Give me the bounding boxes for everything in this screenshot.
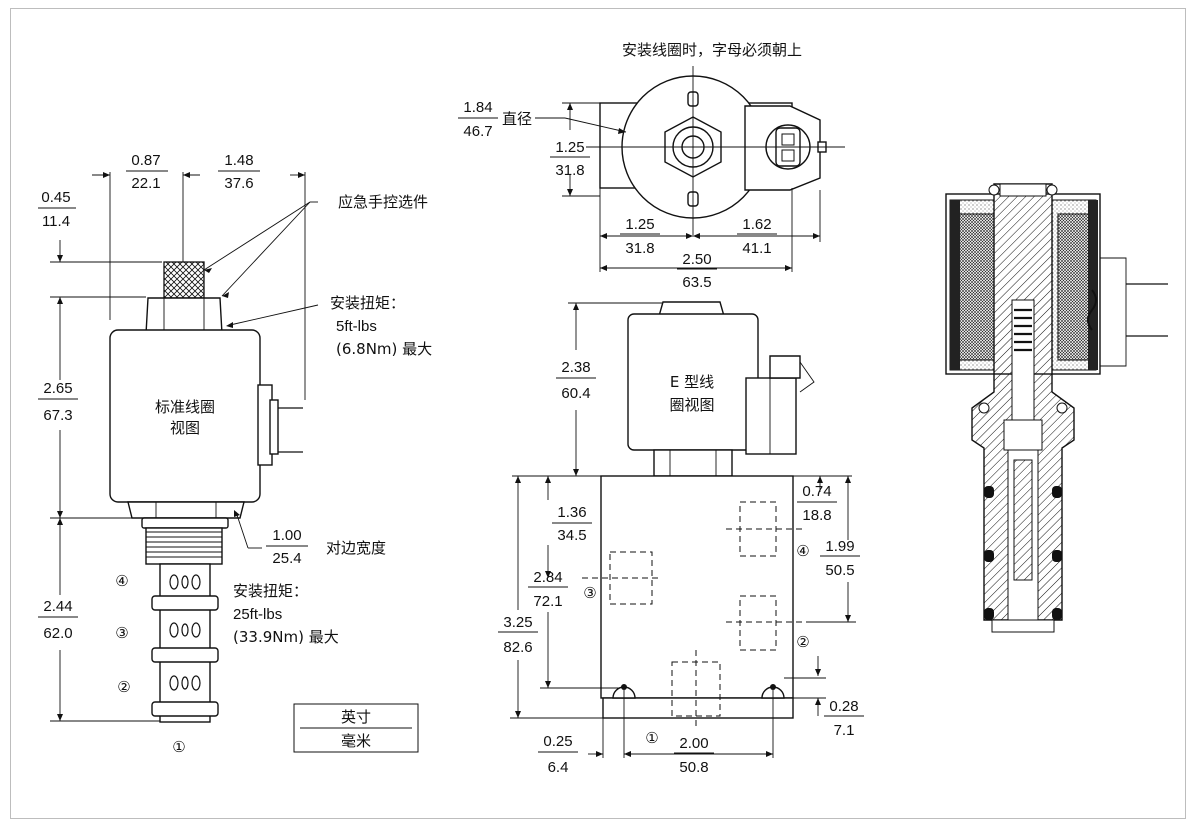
front-port-3: ③ <box>583 584 596 602</box>
manifold-base <box>602 697 794 719</box>
legend-mm: 毫米 <box>341 732 371 750</box>
standard-coil-body <box>109 329 261 503</box>
dim-074-in: 0.74 <box>802 483 831 500</box>
diameter-label: 直径 <box>502 110 532 128</box>
dim-200-mm: 50.8 <box>679 759 708 776</box>
dim-045-mm: 11.4 <box>42 213 70 230</box>
coil-nut <box>145 297 223 335</box>
dim-025-mm: 6.4 <box>548 759 569 776</box>
valve-thread <box>145 527 223 565</box>
dim-184-in: 1.84 <box>463 99 492 116</box>
dim-125v-in: 1.25 <box>555 139 584 156</box>
left-port-3: ③ <box>115 624 128 642</box>
dim-265-in: 2.65 <box>43 380 72 397</box>
left-coil-label-1: 标准线圈 <box>155 398 215 416</box>
dim-087-mm: 22.1 <box>131 175 160 192</box>
dim-125v-mm: 31.8 <box>555 162 584 179</box>
torque-coil-nm: (6.8Nm) 最大 <box>336 340 432 358</box>
torque-coil-ftlbs: 5ft-lbs <box>336 318 377 335</box>
across-flats-label: 对边宽度 <box>326 539 386 557</box>
dim-325-mm: 82.6 <box>503 639 532 656</box>
dim-100-mm: 25.4 <box>272 550 301 567</box>
dim-125h-mm: 31.8 <box>625 240 654 257</box>
e-coil-label-1: E 型线 <box>670 373 714 391</box>
valve-cartridge <box>159 563 211 723</box>
front-port-4: ④ <box>796 542 809 560</box>
dim-025-in: 0.25 <box>543 733 572 750</box>
left-port-4: ④ <box>115 572 128 590</box>
legend-inch: 英寸 <box>341 708 371 726</box>
dim-148-in: 1.48 <box>224 152 253 169</box>
dim-238-mm: 60.4 <box>561 385 590 402</box>
dim-250-mm: 63.5 <box>682 274 711 291</box>
dim-028-mm: 7.1 <box>834 722 855 739</box>
dim-087-in: 0.87 <box>131 152 160 169</box>
dim-125h-in: 1.25 <box>625 216 654 233</box>
left-port-1: ① <box>172 738 185 756</box>
dim-028-in: 0.28 <box>829 698 858 715</box>
torque-coil-label: 安装扭矩： <box>330 294 405 312</box>
dim-100-in: 1.00 <box>272 527 301 544</box>
dim-325-in: 3.25 <box>503 614 532 631</box>
dim-284-in: 2.84 <box>533 569 562 586</box>
e-coil-connector <box>745 377 797 455</box>
left-winding <box>957 213 995 361</box>
dim-045-in: 0.45 <box>41 189 70 206</box>
dim-199-in: 1.99 <box>825 538 854 555</box>
torque-valve-ftlbs: 25ft-lbs <box>233 606 282 623</box>
torque-valve-label: 安装扭矩： <box>233 582 308 600</box>
dim-136-mm: 34.5 <box>557 527 586 544</box>
front-port-1: ① <box>645 729 658 747</box>
dim-136-in: 1.36 <box>557 504 586 521</box>
front-port-2: ② <box>796 633 809 651</box>
dim-265-mm: 67.3 <box>43 407 72 424</box>
manifold-body <box>600 475 794 699</box>
drawing-frame <box>10 8 1186 819</box>
manual-override-label: 应急手控选件 <box>338 193 428 211</box>
left-coil-label-2: 视图 <box>170 419 200 437</box>
manual-override-knob <box>163 261 205 299</box>
unit-legend: 英寸 毫米 <box>293 703 419 753</box>
dim-184-mm: 46.7 <box>463 123 492 140</box>
dim-162-in: 1.62 <box>742 216 771 233</box>
dim-244-mm: 62.0 <box>43 625 72 642</box>
dim-199-mm: 50.5 <box>825 562 854 579</box>
torque-valve-nm: (33.9Nm) 最大 <box>233 628 339 646</box>
left-port-2: ② <box>117 678 130 696</box>
dim-162-mm: 41.1 <box>742 240 771 257</box>
section-view <box>945 183 1168 633</box>
dim-284-mm: 72.1 <box>533 593 562 610</box>
front-view: E 型线 圈视图 2.38 60.4 1.36 <box>498 301 864 776</box>
dim-148-mm: 37.6 <box>224 175 253 192</box>
top-view: 安装线圈时，字母必须朝上 1.84 46.7 直径 1.25 31.8 <box>458 41 845 291</box>
dim-074-mm: 18.8 <box>802 507 831 524</box>
dim-200-in: 2.00 <box>679 735 708 752</box>
dim-244-in: 2.44 <box>43 598 72 615</box>
valve-hex <box>127 501 245 519</box>
dim-238-in: 2.38 <box>561 359 590 376</box>
e-coil-label-2: 圈视图 <box>669 396 714 414</box>
dim-250-in: 2.50 <box>682 251 711 268</box>
left-standard-coil-view: 标准线圈 视图 0.87 22.1 1.48 37.6 0.45 11.4 应急… <box>38 152 432 756</box>
coil-orientation-note: 安装线圈时，字母必须朝上 <box>622 41 802 59</box>
